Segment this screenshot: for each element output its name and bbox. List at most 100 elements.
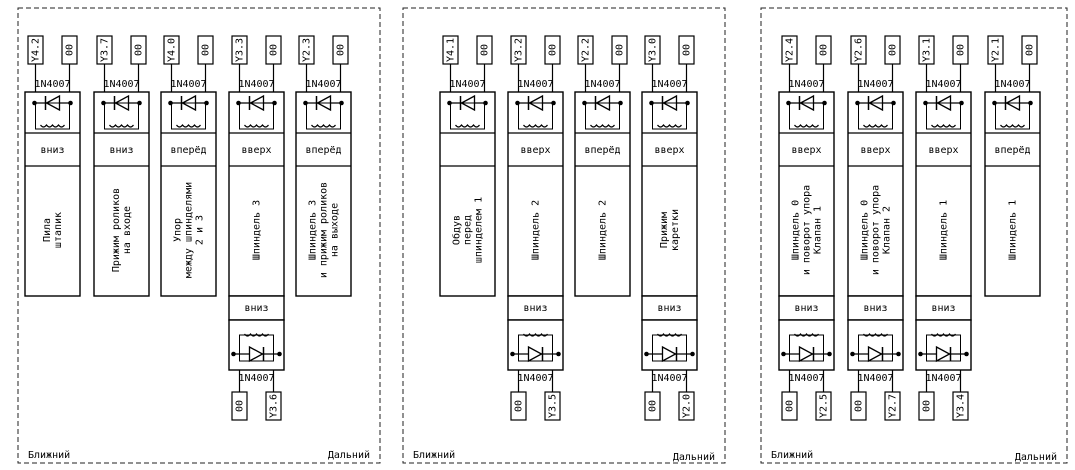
lower-output-pin-label-box bbox=[265, 391, 282, 421]
function-name-line: штапик bbox=[53, 212, 64, 248]
input-pin-label: Y2.1 bbox=[991, 38, 1002, 62]
direction-label: вверх bbox=[791, 145, 821, 156]
lower-common-pin-label: 00 bbox=[854, 400, 865, 412]
function-name: Шпиндель 1 bbox=[939, 200, 950, 260]
lower-diode-frame bbox=[789, 334, 824, 362]
lower-coil-box bbox=[228, 319, 285, 371]
common-pin-label: 00 bbox=[956, 44, 967, 56]
upper-coil-icon bbox=[311, 124, 336, 128]
lower-diode-node-left bbox=[510, 351, 515, 357]
lower-output-pin-label: Y2.5 bbox=[819, 394, 830, 418]
lower-coil-icon bbox=[863, 333, 888, 337]
upper-diode-frame bbox=[585, 102, 620, 130]
diode-label: 1N4007 bbox=[170, 79, 206, 90]
function-name-line: Шпиндель 2 bbox=[598, 200, 609, 260]
lower-diode-triangle bbox=[661, 345, 677, 363]
lower-direction-label: вниз bbox=[863, 303, 887, 314]
upper-diode-frame bbox=[652, 102, 687, 130]
lower-diode-frame bbox=[926, 334, 961, 362]
diode-label: 1N4007 bbox=[788, 79, 824, 90]
lower-diode-triangle bbox=[527, 345, 543, 363]
lower-common-pin-label-box bbox=[918, 391, 935, 421]
lower-direction-label: вниз bbox=[523, 303, 547, 314]
direction-label: вверх bbox=[241, 145, 271, 156]
input-pin-label: Y3.7 bbox=[100, 38, 111, 62]
lower-diode-label: 1N4007 bbox=[651, 373, 687, 384]
common-pin-label: 00 bbox=[1025, 44, 1036, 56]
panel-frame bbox=[402, 7, 726, 464]
input-pin-label: Y2.2 bbox=[581, 38, 592, 62]
lower-common-pin-label-box bbox=[510, 391, 527, 421]
lower-diode-node-left bbox=[231, 351, 236, 357]
lower-diode-node-right bbox=[690, 351, 695, 357]
upper-diode-frame bbox=[518, 102, 553, 130]
function-name-line: на выходе bbox=[330, 203, 341, 257]
common-pin-label: 00 bbox=[269, 44, 280, 56]
function-name-line: Упор bbox=[173, 218, 184, 242]
input-pin-label: Y3.1 bbox=[922, 38, 933, 62]
upper-diode-frame bbox=[35, 102, 70, 130]
upper-coil-icon bbox=[931, 124, 956, 128]
input-pin-label: Y2.3 bbox=[302, 38, 313, 62]
lower-common-pin-label: 00 bbox=[514, 400, 525, 412]
lower-diode-triangle bbox=[798, 345, 814, 363]
function-name-line: Шпиндель 0 bbox=[860, 200, 871, 260]
upper-diode-frame bbox=[926, 102, 961, 130]
function-name-line: Шпиндель 0 bbox=[791, 200, 802, 260]
direction-label: вверх bbox=[520, 145, 550, 156]
module-body bbox=[641, 91, 698, 297]
lower-diode-label: 1N4007 bbox=[517, 373, 553, 384]
module-body bbox=[778, 91, 835, 297]
module-body bbox=[295, 91, 352, 297]
lower-output-pin-label-box bbox=[952, 391, 969, 421]
lower-coil-box bbox=[915, 319, 972, 371]
module-body bbox=[574, 91, 631, 297]
diode-label: 1N4007 bbox=[305, 79, 341, 90]
common-pin-label: 00 bbox=[888, 44, 899, 56]
lower-diode-node-right bbox=[896, 351, 901, 357]
lower-direction-box bbox=[228, 295, 285, 321]
upper-coil-icon bbox=[590, 124, 615, 128]
upper-diode-frame bbox=[450, 102, 485, 130]
diode-label: 1N4007 bbox=[517, 79, 553, 90]
module-body bbox=[847, 91, 904, 297]
upper-diode-frame bbox=[858, 102, 893, 130]
lower-diode-node-right bbox=[556, 351, 561, 357]
lower-diode-triangle bbox=[867, 345, 883, 363]
function-name-line: и поворот упора bbox=[802, 185, 813, 275]
diode-label: 1N4007 bbox=[994, 79, 1030, 90]
upper-coil-icon bbox=[523, 124, 548, 128]
module-body bbox=[93, 91, 150, 297]
direction-label: вперёд bbox=[305, 145, 341, 156]
lower-coil-box bbox=[641, 319, 698, 371]
lower-diode-label: 1N4007 bbox=[788, 373, 824, 384]
common-pin-label: 00 bbox=[548, 44, 559, 56]
lower-direction-box bbox=[915, 295, 972, 321]
input-pin-label: Y3.0 bbox=[648, 38, 659, 62]
diode-label: 1N4007 bbox=[857, 79, 893, 90]
lower-common-pin-label-box bbox=[781, 391, 798, 421]
function-name-line: Пила bbox=[42, 218, 53, 242]
lower-direction-label: вниз bbox=[657, 303, 681, 314]
function-name-line: каретки bbox=[670, 209, 681, 251]
lower-output-pin-label: Y2.7 bbox=[888, 394, 899, 418]
direction-label: вверх bbox=[928, 145, 958, 156]
function-name-line: Шпиндель 1 bbox=[1008, 200, 1019, 260]
lower-diode-label: 1N4007 bbox=[857, 373, 893, 384]
lower-coil-icon bbox=[244, 333, 269, 337]
function-name: Шпиндель 1 bbox=[1008, 200, 1019, 260]
module-body bbox=[915, 91, 972, 297]
function-name-line: между шпинделями bbox=[184, 182, 195, 278]
footer-far-label: Дальний bbox=[328, 449, 370, 461]
